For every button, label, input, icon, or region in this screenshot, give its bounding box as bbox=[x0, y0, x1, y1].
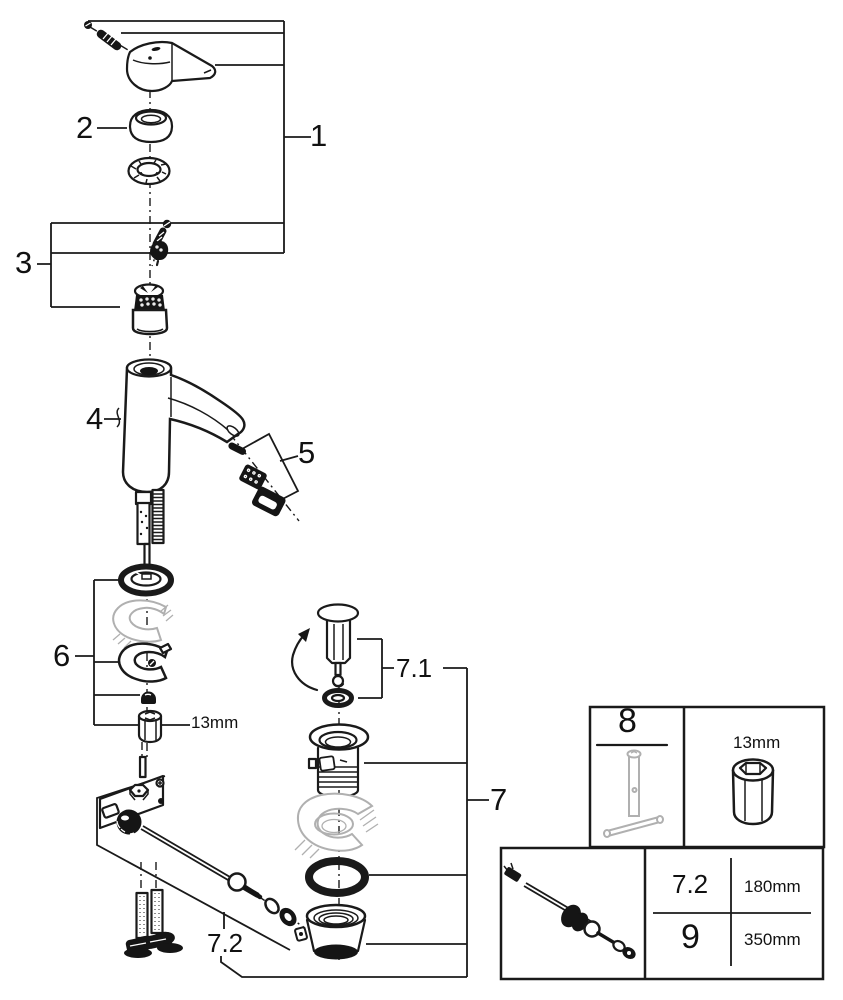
cap-ring bbox=[128, 108, 174, 144]
lever-handle bbox=[125, 40, 217, 93]
hex-nut-icon bbox=[731, 758, 775, 826]
bracket-7 bbox=[220, 668, 489, 978]
rod-table-row1-length: 180mm bbox=[744, 877, 801, 896]
tool-box bbox=[588, 705, 826, 849]
bearing-ring bbox=[127, 156, 171, 186]
bracket-7-1 bbox=[357, 638, 467, 699]
part-label-1: 1 bbox=[310, 118, 328, 153]
part-label-5: 5 bbox=[298, 435, 316, 470]
bracket-6 bbox=[75, 579, 190, 726]
mounting-plate bbox=[98, 755, 165, 835]
handle-screw bbox=[84, 21, 122, 51]
popup-rod bbox=[140, 825, 297, 927]
hex-nut-13mm bbox=[137, 709, 163, 744]
tool-box-wrench-size: 13mm bbox=[733, 733, 781, 752]
bracket-1 bbox=[88, 20, 311, 253]
supply-hoses bbox=[124, 888, 183, 958]
wrench-size-callout: 13mm bbox=[191, 713, 239, 732]
drain-cup bbox=[294, 903, 367, 960]
part-label-6: 6 bbox=[53, 638, 71, 673]
faucet-body bbox=[121, 358, 246, 494]
part-label-3: 3 bbox=[15, 245, 33, 280]
dome-nut bbox=[141, 691, 156, 704]
ghost-horseshoe-upper bbox=[112, 599, 174, 649]
flange-ring bbox=[118, 563, 174, 597]
part-label-4: 4 bbox=[86, 401, 104, 436]
part-label-7: 7 bbox=[490, 782, 508, 817]
cartridge bbox=[131, 283, 169, 336]
dome-cap bbox=[150, 241, 169, 267]
part-label-2: 2 bbox=[76, 110, 94, 145]
body-shanks bbox=[134, 488, 165, 572]
bracket-4-tick bbox=[104, 407, 121, 428]
part-label-7-2: 7.2 bbox=[207, 928, 244, 958]
pop-up-rod-icon bbox=[503, 862, 636, 959]
socket-wrench-icon bbox=[603, 749, 664, 838]
drain-flange bbox=[307, 723, 370, 799]
popup-plug bbox=[291, 603, 360, 708]
rod-table-row1-part: 7.2 bbox=[672, 869, 709, 899]
drain-oring bbox=[305, 857, 369, 897]
rod-table-row2-length: 350mm bbox=[744, 930, 801, 949]
rod-table-row2-part: 9 bbox=[681, 918, 700, 956]
part-label-7-1: 7.1 bbox=[396, 653, 433, 683]
aerator-parts bbox=[228, 442, 286, 517]
tool-box-part-number: 8 bbox=[618, 702, 637, 740]
metal-horseshoe bbox=[117, 642, 173, 683]
ghost-horseshoe-lower bbox=[294, 792, 379, 859]
rod-table bbox=[499, 846, 825, 981]
